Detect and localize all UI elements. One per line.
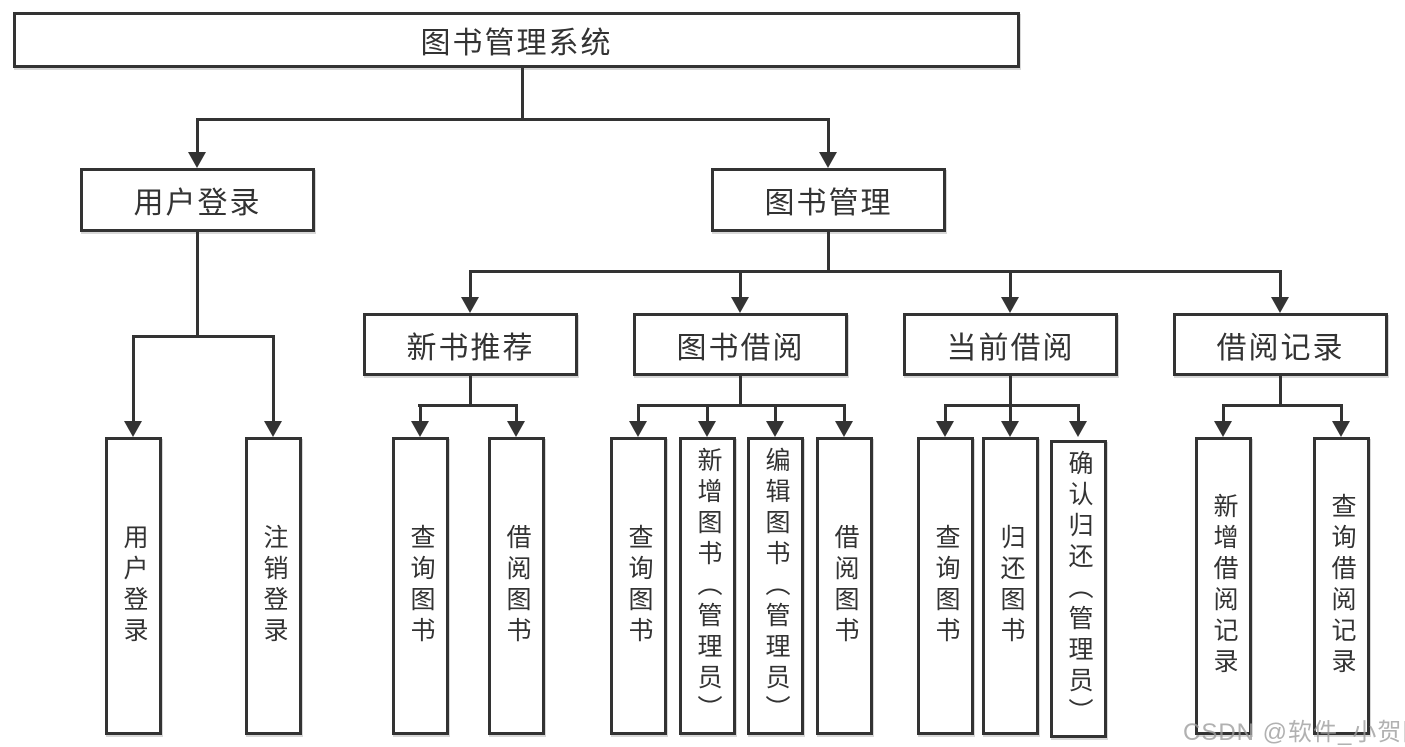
node-label: 图书管理 bbox=[764, 187, 893, 220]
node-leaf-rec-query-record: 查询借阅记录 bbox=[1313, 437, 1370, 735]
edge-level2-bus bbox=[196, 118, 830, 121]
edge-new-books-stub bbox=[469, 376, 472, 407]
arrow-to-login bbox=[124, 421, 142, 437]
edge-level3-bus bbox=[469, 270, 1282, 273]
node-label: 借阅记录 bbox=[1216, 331, 1345, 365]
node-label: 查询图书 bbox=[407, 524, 435, 648]
edge-current-borrow-stub bbox=[1009, 376, 1012, 407]
edge-to-logout bbox=[272, 337, 275, 421]
edge-to-rec-add bbox=[1222, 406, 1225, 422]
edge-current-borrow-bus bbox=[944, 404, 1080, 407]
edge-book-management-stub bbox=[827, 232, 830, 273]
node-label: 查询图书 bbox=[625, 524, 653, 648]
node-label: 借阅图书 bbox=[831, 524, 859, 648]
node-new-book-recommend: 新书推荐 bbox=[363, 313, 578, 376]
edge-to-bb-add bbox=[706, 406, 709, 422]
node-label: 新书推荐 bbox=[406, 331, 535, 365]
node-book-borrowing: 图书借阅 bbox=[633, 313, 848, 376]
edge-borrow-records-bus bbox=[1222, 404, 1343, 407]
node-leaf-cb-return-books: 归还图书 bbox=[982, 437, 1039, 735]
edge-to-borrow-records bbox=[1279, 272, 1282, 298]
arrow-to-new-books bbox=[461, 297, 479, 313]
arrow-to-book-management bbox=[819, 152, 837, 168]
arrow-to-book-borrow bbox=[731, 297, 749, 313]
edge-to-book-borrow bbox=[739, 272, 742, 298]
edge-book-borrow-stub bbox=[739, 376, 742, 407]
arrow-to-rec-add bbox=[1214, 421, 1232, 437]
node-borrowing-records: 借阅记录 bbox=[1173, 313, 1388, 376]
node-label: 图书借阅 bbox=[676, 331, 805, 365]
node-current-borrowing: 当前借阅 bbox=[903, 313, 1118, 376]
arrow-to-rec-query bbox=[1332, 421, 1350, 437]
arrow-to-logout bbox=[264, 421, 282, 437]
node-leaf-rec-add-record: 新增借阅记录 bbox=[1195, 437, 1252, 735]
edge-to-login bbox=[132, 337, 135, 421]
node-label: 新增图书（管理员） bbox=[694, 446, 722, 726]
node-leaf-nb-query-books: 查询图书 bbox=[392, 437, 449, 735]
node-leaf-bb-borrow-books: 借阅图书 bbox=[816, 437, 873, 735]
arrow-to-user-login bbox=[188, 152, 206, 168]
node-book-management: 图书管理 bbox=[711, 168, 946, 232]
edge-book-borrow-bus bbox=[637, 404, 846, 407]
node-leaf-cb-query-books: 查询图书 bbox=[917, 437, 974, 735]
node-label: 用户登录 bbox=[120, 524, 148, 648]
edge-to-bb-borrow bbox=[843, 406, 846, 422]
edge-user-login-bus bbox=[132, 335, 275, 338]
edge-to-bb-edit bbox=[774, 406, 777, 422]
node-leaf-cb-confirm-return-admin: 确认归还（管理员） bbox=[1050, 440, 1107, 738]
edge-root-stub bbox=[520, 68, 524, 121]
arrow-to-bb-borrow bbox=[835, 421, 853, 437]
edge-to-user-login bbox=[196, 119, 199, 153]
arrow-to-bb-query bbox=[629, 421, 647, 437]
edge-to-nb-query bbox=[419, 406, 422, 422]
arrow-to-current-borrow bbox=[1001, 297, 1019, 313]
arrow-to-nb-borrow bbox=[507, 421, 525, 437]
node-label: 新增借阅记录 bbox=[1210, 493, 1238, 679]
node-library-management-system: 图书管理系统 bbox=[13, 12, 1020, 68]
node-label: 借阅图书 bbox=[503, 524, 531, 648]
csdn-watermark: CSDN @软件_小贺同学 bbox=[1183, 719, 1405, 746]
edge-to-bb-query bbox=[637, 406, 640, 422]
node-label: 当前借阅 bbox=[946, 331, 1075, 365]
node-label: 查询图书 bbox=[932, 524, 960, 648]
node-leaf-bb-add-books-admin: 新增图书（管理员） bbox=[679, 437, 736, 735]
edge-to-nb-borrow bbox=[515, 406, 518, 422]
edge-to-rec-query bbox=[1340, 406, 1343, 422]
arrow-to-bb-add bbox=[698, 421, 716, 437]
node-user-login: 用户登录 bbox=[80, 168, 315, 232]
arrow-to-borrow-records bbox=[1271, 297, 1289, 313]
edge-to-cb-confirm bbox=[1077, 406, 1080, 422]
edge-to-cb-return bbox=[1009, 406, 1012, 422]
node-leaf-logout: 注销登录 bbox=[245, 437, 302, 735]
arrow-to-cb-confirm bbox=[1069, 421, 1087, 437]
node-label: 确认归还（管理员） bbox=[1065, 449, 1093, 729]
edge-to-new-books bbox=[469, 272, 472, 298]
arrow-to-cb-query bbox=[936, 421, 954, 437]
node-label: 查询借阅记录 bbox=[1328, 493, 1356, 679]
node-leaf-nb-borrow-books: 借阅图书 bbox=[488, 437, 545, 735]
edge-to-cb-query bbox=[944, 406, 947, 422]
node-label: 归还图书 bbox=[997, 524, 1025, 648]
edge-borrow-records-stub bbox=[1279, 376, 1282, 407]
node-label: 注销登录 bbox=[260, 524, 288, 648]
node-label: 用户登录 bbox=[133, 187, 262, 220]
node-leaf-bb-query-books: 查询图书 bbox=[610, 437, 667, 735]
node-label: 图书管理系统 bbox=[420, 27, 613, 60]
arrow-to-nb-query bbox=[411, 421, 429, 437]
edge-to-book-management bbox=[827, 119, 830, 153]
edge-new-books-bus bbox=[418, 404, 518, 407]
node-leaf-bb-edit-books-admin: 编辑图书（管理员） bbox=[747, 437, 804, 735]
node-leaf-user-login: 用户登录 bbox=[105, 437, 162, 735]
arrow-to-cb-return bbox=[1001, 421, 1019, 437]
edge-to-current-borrow bbox=[1009, 272, 1012, 298]
edge-user-login-stub bbox=[196, 232, 199, 338]
node-label: 编辑图书（管理员） bbox=[762, 446, 790, 726]
arrow-to-bb-edit bbox=[766, 421, 784, 437]
